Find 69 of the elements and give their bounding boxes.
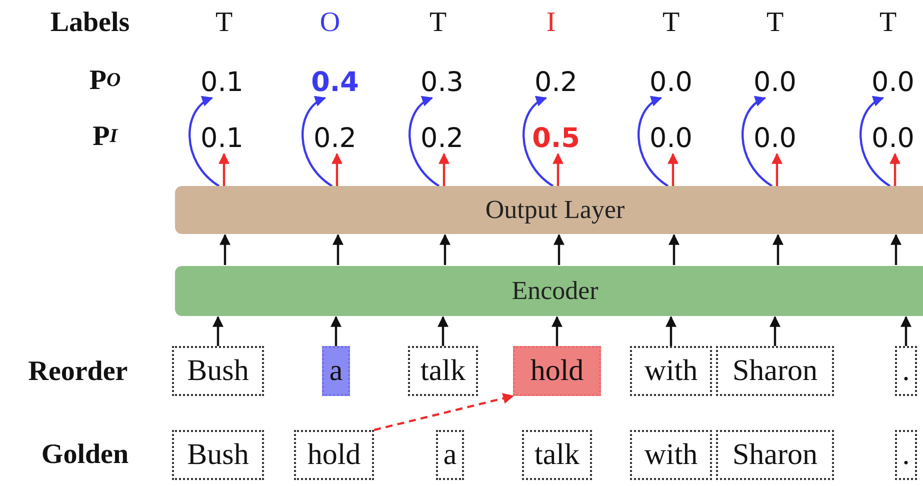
arrow [890, 152, 900, 186]
word-token: hold [513, 346, 601, 396]
word-token: Bush [172, 346, 264, 396]
tag-label: T [661, 6, 681, 40]
word-token: a [436, 430, 464, 480]
probability-value: 0.0 [645, 122, 697, 154]
tag-label: T [878, 6, 898, 40]
word-token: Sharon [716, 430, 834, 480]
dashed-arrow [374, 393, 514, 432]
arrow [218, 152, 230, 186]
probability-value: 0.5 [530, 122, 582, 154]
word-token: a [322, 346, 350, 396]
probability-value: 0.0 [749, 66, 801, 98]
word-token: with [630, 346, 712, 396]
arrow [554, 234, 564, 265]
probability-value: 0.1 [196, 66, 248, 98]
probability-value: 0.2 [530, 66, 582, 98]
curved-arrow [522, 97, 554, 187]
arrow [900, 316, 912, 346]
row-heading: Golden [40, 438, 130, 472]
arrow [330, 316, 342, 346]
tag-label: T [765, 6, 785, 40]
word-token: talk [408, 346, 478, 396]
arrow [772, 234, 784, 265]
arrow [438, 316, 448, 346]
probability-value: 0.0 [867, 122, 919, 154]
word-token: hold [294, 430, 374, 480]
tag-label: T [428, 6, 448, 40]
curved-arrow [638, 97, 669, 187]
arrow [890, 234, 902, 265]
tag-label: I [545, 6, 557, 40]
curved-arrow [188, 97, 220, 187]
curved-arrow [302, 97, 333, 187]
output-layer-band: Output Layer [175, 186, 923, 234]
arrow [212, 316, 224, 346]
encoder-band: Encoder [175, 266, 923, 316]
tag-label: O [318, 6, 342, 40]
probability-value: 0.2 [416, 122, 468, 154]
arrow [440, 234, 450, 265]
arrow [220, 234, 230, 265]
word-token: . [895, 346, 917, 396]
arrow [438, 152, 450, 186]
arrow [332, 152, 342, 186]
probability-value: 0.0 [867, 66, 919, 98]
tag-label: T [214, 6, 234, 40]
probability-value: 0.4 [309, 66, 361, 98]
probability-value: 0.0 [645, 66, 697, 98]
word-token: Bush [172, 430, 264, 480]
word-token: talk [522, 430, 592, 480]
arrow [772, 152, 782, 186]
curved-arrow [408, 97, 440, 187]
probability-value: 0.0 [749, 122, 801, 154]
arrow [552, 316, 562, 346]
row-heading: Reorder [27, 355, 129, 389]
arrow [770, 316, 780, 346]
arrow [668, 234, 680, 265]
arrow [668, 152, 678, 186]
row-heading: Labels [49, 6, 131, 40]
probability-value: 0.3 [416, 66, 468, 98]
probability-value: 0.2 [309, 122, 361, 154]
word-token: . [895, 430, 917, 480]
word-token: with [630, 430, 712, 480]
curved-arrow [860, 97, 891, 187]
arrow [552, 152, 564, 186]
arrow [666, 316, 676, 346]
arrow [332, 234, 344, 265]
word-token: Sharon [716, 346, 834, 396]
curved-arrow [742, 97, 773, 187]
probability-value: 0.1 [196, 122, 248, 154]
